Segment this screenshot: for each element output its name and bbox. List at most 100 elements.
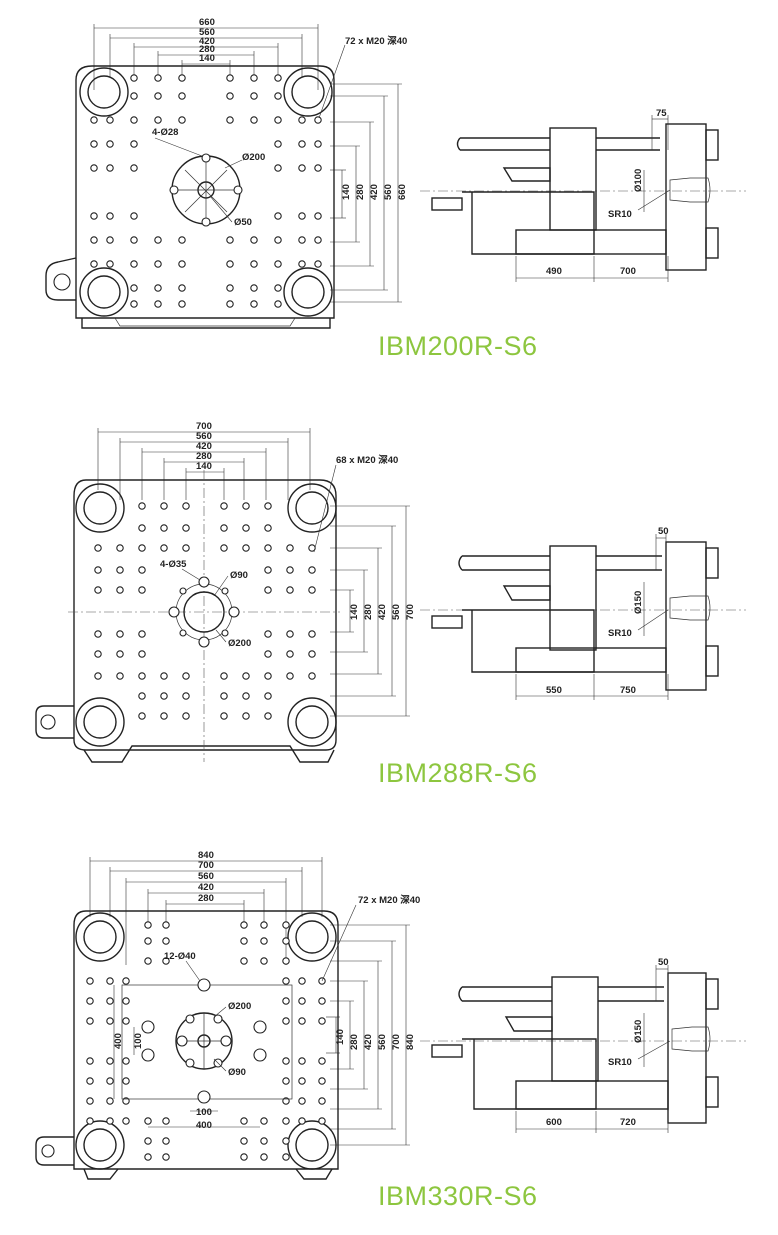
ring-label: Ø200 bbox=[242, 152, 265, 163]
tapped-hole bbox=[130, 260, 138, 268]
tapped-hole bbox=[116, 566, 124, 574]
tapped-hole bbox=[318, 1097, 326, 1105]
h-dim-280: 280 bbox=[198, 893, 214, 904]
tapped-hole bbox=[260, 937, 268, 945]
tapped-hole bbox=[298, 1077, 306, 1085]
tapped-hole bbox=[178, 300, 186, 308]
tapped-hole bbox=[264, 524, 272, 532]
tapped-hole bbox=[160, 544, 168, 552]
tapped-hole bbox=[298, 977, 306, 985]
v-dim-420: 420 bbox=[377, 604, 388, 620]
dim-b: 720 bbox=[620, 1117, 636, 1128]
tapped-hole bbox=[286, 650, 294, 658]
tapped-hole bbox=[314, 212, 322, 220]
h-dim-420: 420 bbox=[196, 441, 212, 452]
tapped-hole bbox=[242, 712, 250, 720]
tapped-hole bbox=[182, 712, 190, 720]
tapped-hole bbox=[250, 284, 258, 292]
tapped-hole bbox=[282, 977, 290, 985]
tapped-hole bbox=[260, 1153, 268, 1161]
tapped-hole bbox=[144, 921, 152, 929]
tapped-hole bbox=[160, 692, 168, 700]
tapped-hole bbox=[220, 672, 228, 680]
extra-dim-400h: 400 bbox=[196, 1120, 212, 1131]
tapped-hole bbox=[264, 712, 272, 720]
platen-drawing: 700 560 420 280 140 140 280 420 560 700 … bbox=[35, 421, 416, 763]
tapped-hole bbox=[282, 1057, 290, 1065]
tapped-hole bbox=[314, 236, 322, 244]
tapped-hole bbox=[226, 116, 234, 124]
v-dim-140: 140 bbox=[341, 184, 352, 200]
tapped-hole bbox=[182, 544, 190, 552]
center-hole-label: Ø200 bbox=[228, 638, 251, 649]
v-dim-280: 280 bbox=[363, 604, 374, 620]
v-dim-280: 280 bbox=[349, 1034, 360, 1050]
v-dim-560: 560 bbox=[377, 1034, 388, 1050]
tapped-hole bbox=[130, 116, 138, 124]
tapped-hole bbox=[106, 1097, 114, 1105]
tapped-hole bbox=[138, 672, 146, 680]
tapped-hole bbox=[274, 212, 282, 220]
side-view-drawing: 75 Ø100 SR10 490 700 bbox=[420, 108, 746, 282]
tapped-hole bbox=[178, 116, 186, 124]
tapped-hole bbox=[90, 212, 98, 220]
tapped-hole bbox=[318, 1117, 326, 1125]
tapped-hole bbox=[298, 212, 306, 220]
section-ibm288r: 700 560 420 280 140 140 280 420 560 700 … bbox=[0, 410, 778, 800]
side-view-drawing: 50 Ø150 SR10 550 750 bbox=[420, 526, 746, 700]
tapped-hole bbox=[240, 1153, 248, 1161]
tapped-hole bbox=[260, 921, 268, 929]
tapped-hole bbox=[178, 236, 186, 244]
section-ibm330r: 840 700 560 420 280 140 280 420 560 700 … bbox=[0, 845, 778, 1235]
tapped-hole bbox=[178, 260, 186, 268]
tapped-hole bbox=[242, 544, 250, 552]
extra-dim-100h: 100 bbox=[196, 1107, 212, 1118]
tapped-hole bbox=[274, 164, 282, 172]
tapped-hole bbox=[274, 140, 282, 148]
tapped-hole bbox=[138, 544, 146, 552]
v-dim-140: 140 bbox=[335, 1029, 346, 1045]
tapped-hole bbox=[160, 502, 168, 510]
tapped-hole bbox=[116, 650, 124, 658]
tapped-hole bbox=[154, 284, 162, 292]
tapped-hole bbox=[130, 164, 138, 172]
tapped-hole bbox=[220, 544, 228, 552]
tapped-hole bbox=[116, 544, 124, 552]
tapped-hole bbox=[250, 260, 258, 268]
tapped-hole bbox=[260, 1117, 268, 1125]
center-hole-label: Ø50 bbox=[234, 217, 252, 228]
tapped-hole bbox=[260, 1137, 268, 1145]
dim-b: 750 bbox=[620, 685, 636, 696]
ejector-label: 4-Ø28 bbox=[152, 127, 178, 138]
tapped-hole bbox=[162, 1117, 170, 1125]
tapped-hole bbox=[116, 630, 124, 638]
dim-a: 490 bbox=[546, 266, 562, 277]
tie-bar-holes bbox=[79, 67, 333, 317]
tapped-hole bbox=[264, 650, 272, 658]
tapped-hole bbox=[308, 586, 316, 594]
nozzle-radius-label: SR10 bbox=[608, 628, 632, 639]
tapped-hole bbox=[122, 1097, 130, 1105]
tapped-hole bbox=[226, 300, 234, 308]
tapped-hole bbox=[260, 957, 268, 965]
tapped-hole bbox=[182, 692, 190, 700]
tapped-hole bbox=[286, 672, 294, 680]
tapped-hole bbox=[314, 140, 322, 148]
tapped-hole bbox=[90, 140, 98, 148]
tapped-hole bbox=[144, 1117, 152, 1125]
h-dim-560: 560 bbox=[196, 431, 212, 442]
tapped-hole bbox=[162, 1137, 170, 1145]
tapped-hole bbox=[282, 997, 290, 1005]
tapped-hole-grid bbox=[94, 502, 316, 720]
dim-a: 600 bbox=[546, 1117, 562, 1128]
h-dim-420: 420 bbox=[198, 882, 214, 893]
tapped-hole bbox=[154, 236, 162, 244]
tapped-hole bbox=[298, 1017, 306, 1025]
h-dim-140: 140 bbox=[199, 53, 215, 64]
offset-label: 75 bbox=[656, 108, 667, 119]
tapped-holes-label: 68 x M20 深40 bbox=[336, 454, 398, 466]
v-dim-420: 420 bbox=[369, 184, 380, 200]
tapped-hole bbox=[274, 92, 282, 100]
tapped-hole bbox=[250, 300, 258, 308]
tapped-hole bbox=[314, 116, 322, 124]
